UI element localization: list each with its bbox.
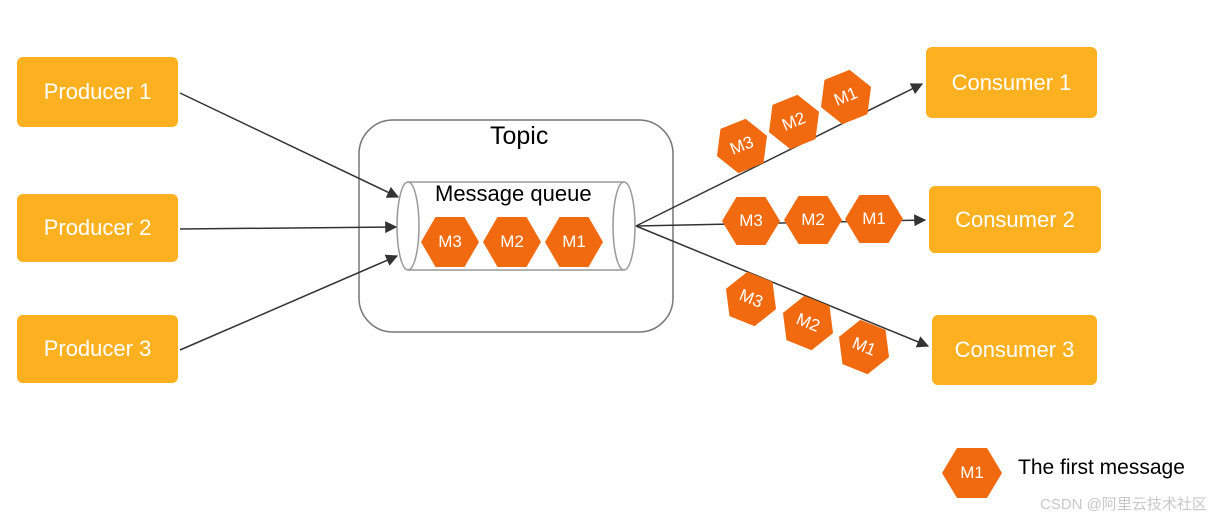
- watermark: CSDN @阿里云技术社区: [1040, 496, 1207, 513]
- consumer-3-arrow: [635, 225, 930, 348]
- consumer-2-message-m2: M2: [784, 196, 842, 244]
- hexagon-icon: [942, 448, 1002, 498]
- hexagon-icon: [725, 271, 777, 327]
- consumer-3-message-m1: M1: [830, 315, 898, 380]
- producer-2-arrow: [179, 221, 398, 234]
- message-queue-cylinder: [396, 181, 636, 271]
- consumer-1-message-m2: M2: [760, 90, 828, 155]
- hexagon-icon: [545, 217, 603, 267]
- consumer-2-message-m1: M1: [845, 195, 903, 243]
- producer-3-arrow: [179, 254, 399, 351]
- queue-message-m2: M2: [483, 217, 541, 267]
- legend-text: The first message: [1018, 456, 1185, 479]
- consumer-2-message-m3: M3: [722, 197, 780, 245]
- message-label: M3: [438, 232, 462, 251]
- hexagon-icon: [782, 295, 834, 351]
- message-label: M3: [739, 211, 763, 230]
- consumer-1-box: Consumer 1: [926, 47, 1097, 118]
- hexagon-icon: [716, 118, 768, 174]
- legend-icon-label: M1: [960, 463, 984, 482]
- hexagon-icon: [722, 197, 780, 245]
- topic-label: Topic: [490, 122, 549, 150]
- hexagon-icon: [845, 195, 903, 243]
- hexagon-icon: [483, 217, 541, 267]
- message-label: M2: [801, 210, 825, 229]
- legend-message-icon: M1: [942, 448, 1002, 498]
- consumer-3-message-m3: M3: [717, 267, 785, 332]
- hexagon-icon: [768, 94, 820, 150]
- producer-3-box: Producer 3: [17, 315, 178, 383]
- message-label: M1: [562, 232, 586, 251]
- message-label: M1: [862, 209, 886, 228]
- message-queue-label: Message queue: [435, 181, 592, 206]
- hexagon-icon: [784, 196, 842, 244]
- queue-message-m1: M1: [545, 217, 603, 267]
- message-label: M2: [500, 232, 524, 251]
- hexagon-icon: [838, 319, 890, 375]
- consumer-2-box: Consumer 2: [929, 186, 1101, 253]
- producer-1-arrow: [179, 92, 400, 198]
- consumer-1-arrow: [635, 83, 924, 227]
- consumer-1-message-m1: M1: [812, 65, 880, 130]
- producer-2-box: Producer 2: [17, 194, 178, 262]
- consumer-1-message-m3: M3: [708, 114, 776, 179]
- hexagon-icon: [421, 217, 479, 267]
- consumer-3-box: Consumer 3: [932, 315, 1097, 385]
- producer-1-box: Producer 1: [17, 57, 178, 127]
- consumer-3-message-m2: M2: [774, 291, 842, 356]
- hexagon-icon: [820, 69, 872, 125]
- queue-message-m3: M3: [421, 217, 479, 267]
